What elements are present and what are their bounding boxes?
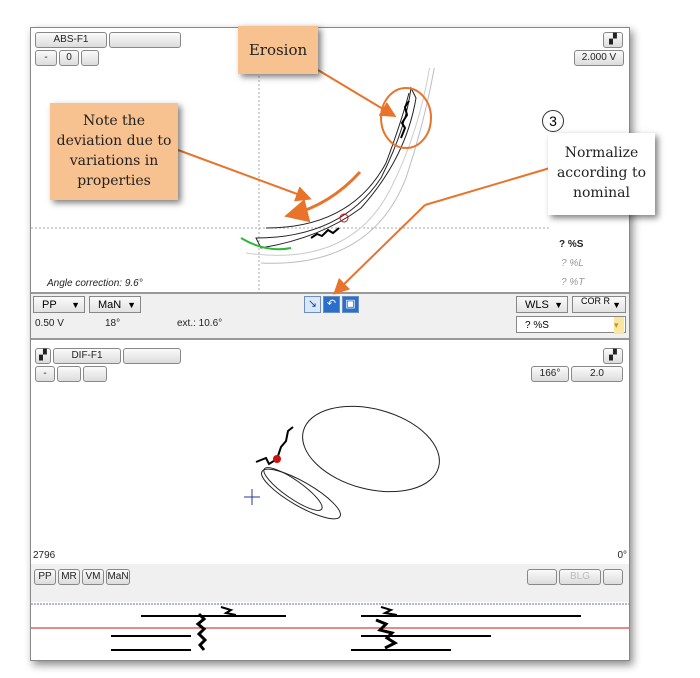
blank-small-button[interactable]	[83, 366, 107, 382]
mode-button-vm[interactable]: VM	[82, 569, 104, 585]
wls-select-label: WLS	[525, 299, 549, 311]
blank-small-button[interactable]	[81, 50, 99, 66]
display-mode-icon[interactable]: ▞	[35, 348, 51, 364]
dropdown-arrow-icon: ▼	[554, 300, 563, 310]
readout-t: ? %T	[561, 277, 585, 288]
display-mode-icon[interactable]: ▞	[603, 348, 623, 364]
readout-l: ? %L	[561, 258, 584, 269]
deviation-callout: Note the deviation due to variations in …	[50, 103, 178, 200]
step-number-badge: 3	[542, 110, 564, 132]
impedance-plot-top	[31, 68, 551, 293]
channel-select-dif[interactable]: DIF-F1	[53, 348, 121, 364]
disabled-button[interactable]	[603, 569, 623, 585]
cor-select-label: COR R	[581, 296, 610, 306]
mode-select-man[interactable]: MaN ▼	[89, 296, 141, 313]
angle-value: 18°	[105, 318, 121, 329]
dropdown-arrow-icon: ▼	[71, 300, 80, 310]
mode-select-label: MaN	[98, 299, 122, 311]
erosion-callout: Erosion	[238, 26, 318, 74]
toolbar: PP ▼ MaN ▼ 0.50 V 18° ext.: 10.6° ↘ ↶ ▣ WL…	[31, 292, 629, 340]
scale-button[interactable]: 2.0	[571, 366, 623, 382]
minus-button[interactable]: -	[35, 366, 55, 382]
undo-icon[interactable]: ↶	[323, 296, 340, 313]
mode-select-label: PP	[42, 299, 57, 311]
result-combo-value: ? %S	[525, 320, 549, 331]
mode-bar: PP MR VM MaN BLG	[31, 564, 629, 602]
disabled-button[interactable]	[527, 569, 557, 585]
blg-button[interactable]: BLG	[559, 569, 601, 585]
dropdown-arrow-icon: ▼	[612, 300, 621, 310]
mode-button-pp[interactable]: PP	[34, 569, 56, 585]
voltage-button[interactable]: 2.000 V	[574, 50, 624, 66]
wls-select[interactable]: WLS ▼	[516, 296, 568, 313]
voltage-value: 0.50 V	[35, 318, 64, 329]
readout-s: ? %S	[559, 239, 584, 250]
angle-correction-label: Angle correction: 9.6°	[47, 278, 143, 289]
angle-button[interactable]: 166°	[531, 366, 569, 382]
bottom-right-value: 0°	[617, 550, 627, 561]
normalize-callout: Normalize according to nominal	[548, 133, 655, 215]
blank-button[interactable]	[109, 32, 181, 48]
impedance-plot-bottom	[244, 405, 440, 520]
strip-chart	[31, 603, 629, 651]
result-combo[interactable]: ? %S ▾	[516, 316, 626, 334]
minus-button[interactable]: -	[35, 50, 57, 66]
mode-select-pp[interactable]: PP ▼	[33, 296, 85, 313]
blank-small-button[interactable]	[57, 366, 81, 382]
cor-select[interactable]: COR R▼	[572, 296, 626, 313]
dropdown-arrow-icon: ▼	[127, 300, 136, 310]
channel-select-abs[interactable]: ABS-F1	[35, 32, 107, 48]
normalize-icon[interactable]: ↘	[304, 296, 321, 313]
display-mode-icon[interactable]: ▞	[603, 32, 623, 48]
ext-value: ext.: 10.6°	[177, 318, 223, 329]
mode-button-mr[interactable]: MR	[58, 569, 80, 585]
zero-button[interactable]: 0	[59, 50, 79, 66]
save-icon[interactable]: ▣	[342, 296, 359, 313]
bottom-left-value: 2796	[33, 550, 56, 561]
mode-button-man[interactable]: MaN	[106, 569, 130, 585]
blank-button[interactable]	[123, 348, 181, 364]
dropdown-arrow-icon: ▾	[614, 317, 624, 334]
